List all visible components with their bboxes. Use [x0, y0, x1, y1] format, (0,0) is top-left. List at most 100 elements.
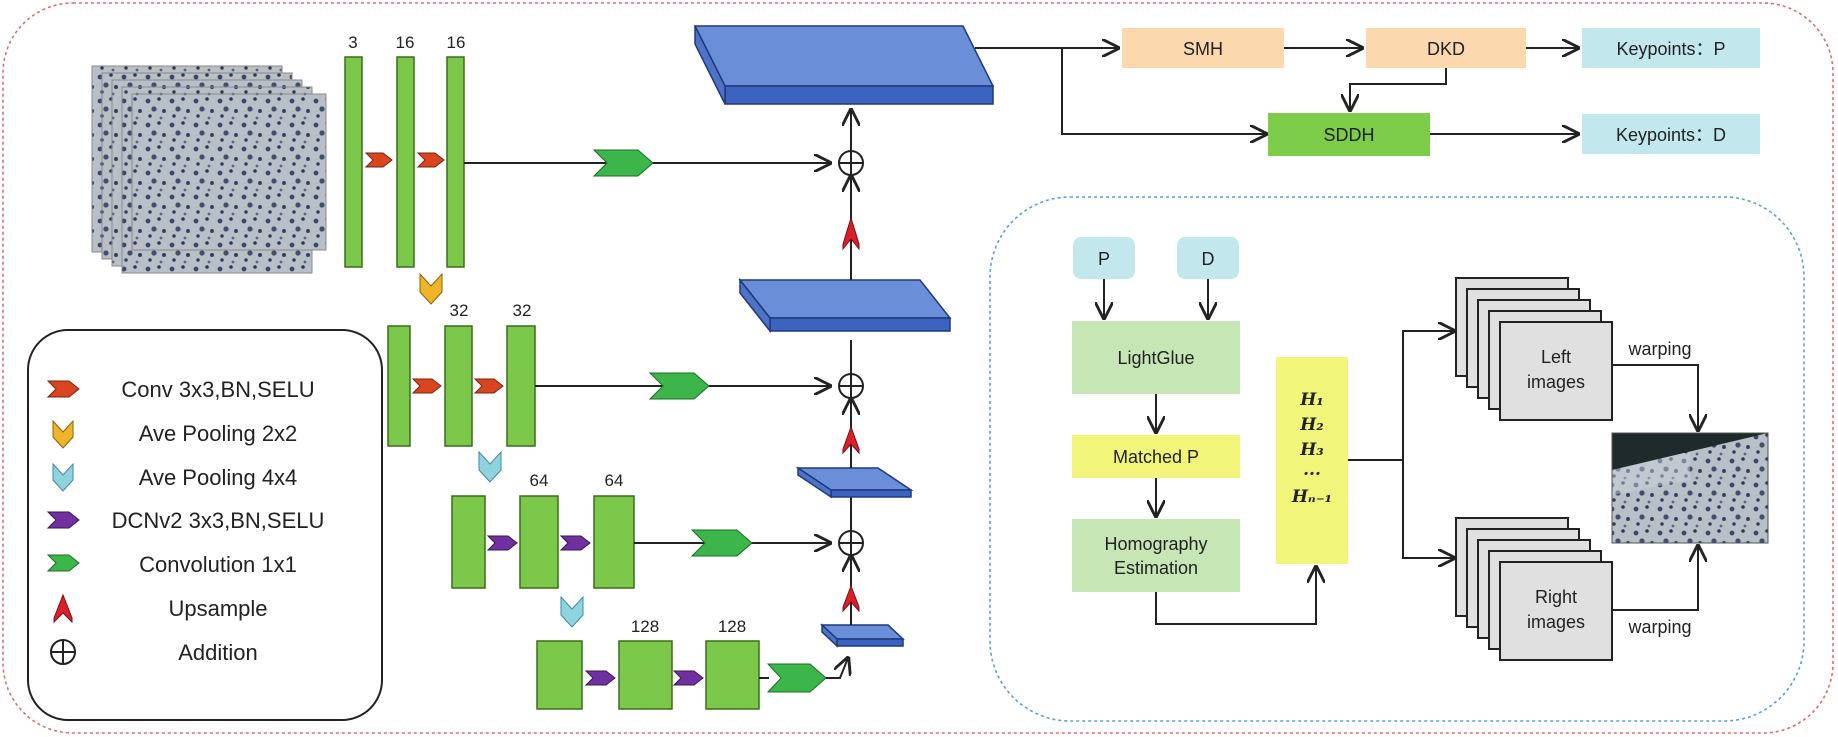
encoder-level-1: 3 16 16 [344, 33, 830, 305]
ave-pooling-2x2-icon [52, 419, 74, 449]
upsample-icon [842, 425, 860, 455]
feature-block [705, 640, 760, 710]
channel-label: 16 [396, 33, 415, 52]
keypoints-p-label: Keypoints：P [1616, 39, 1725, 59]
feature-plate [738, 279, 952, 319]
encoder-level-3: 64 64 [451, 471, 830, 628]
dcnv2-arrow-icon [559, 535, 591, 551]
homography-label-1: Homography [1104, 534, 1207, 554]
ave-pooling-2x2-icon [419, 272, 443, 305]
left-images-stack: Left images [1455, 277, 1613, 421]
dcnv2-arrow-icon [584, 670, 616, 686]
feature-block [519, 495, 559, 589]
matching-panel: P D LightGlue Matched P Homography Estim… [989, 196, 1805, 722]
conv-arrow-icon [46, 380, 80, 398]
hdots-label: ... [1303, 460, 1321, 480]
feature-plate [693, 25, 995, 87]
input-images [91, 65, 327, 274]
convolution-1x1-icon [690, 529, 753, 557]
dcnv2-arrow-icon [672, 670, 704, 686]
ave-pooling-4x4-icon [478, 450, 502, 483]
upsample-icon [842, 584, 860, 613]
convolution-1x1-icon [592, 149, 654, 177]
feature-block [444, 325, 473, 447]
h2-label: H₂ [1299, 415, 1324, 435]
feature-block [451, 495, 486, 589]
conv-arrow-icon [473, 378, 504, 394]
dcnv2-arrow-icon [46, 511, 80, 529]
legend-box [27, 329, 383, 721]
dkd-label: DKD [1427, 39, 1465, 59]
convolution-1x1-icon [648, 372, 710, 400]
decoder [693, 25, 995, 648]
feature-block [396, 56, 415, 268]
legend: Conv 3x3,BN,SELU Ave Pooling 2x2 Ave Poo… [27, 329, 383, 721]
heads: SMH DKD Keypoints：P SDDH Keypoints：D [975, 28, 1760, 156]
encoder-level-4: 128 128 [536, 617, 848, 710]
dkd-box [1366, 28, 1526, 68]
channel-label: 32 [513, 301, 532, 320]
right-images-label-1: Right [1535, 587, 1577, 607]
legend-avepool4: Ave Pooling 4x4 [139, 465, 298, 490]
channel-label: 16 [447, 33, 466, 52]
channel-label: 64 [605, 471, 624, 490]
conv-arrow-icon [364, 152, 393, 168]
upsample-icon [842, 216, 860, 251]
feature-block [618, 640, 673, 710]
legend-avepool2: Ave Pooling 2x2 [139, 421, 298, 446]
channel-label: 3 [348, 33, 357, 52]
keypoints-d-label: Keypoints：D [1616, 125, 1726, 145]
dcnv2-arrow-icon [486, 535, 518, 551]
p-input-box [1073, 237, 1135, 279]
homography-matrices-box [1276, 357, 1348, 564]
smh-label: SMH [1183, 39, 1223, 59]
lightglue-label: LightGlue [1117, 348, 1194, 368]
matched-p-label: Matched P [1113, 447, 1199, 467]
keypoints-p-box [1582, 28, 1760, 68]
right-images-label-2: images [1527, 612, 1585, 632]
warping-bottom-label: warping [1627, 617, 1691, 637]
feature-block [446, 56, 465, 268]
conv-arrow-icon [416, 152, 445, 168]
feature-block [344, 56, 363, 268]
sddh-label: SDDH [1323, 125, 1374, 145]
channel-label: 128 [718, 617, 746, 636]
matching-panel-border [989, 196, 1805, 722]
convolution-1x1-icon [766, 663, 827, 693]
homography-box [1072, 519, 1240, 592]
d-input-box [1177, 237, 1239, 279]
sddh-box [1268, 113, 1430, 156]
channel-label: 128 [631, 617, 659, 636]
encoder-level-2: 32 32 [387, 301, 830, 483]
legend-upsample: Upsample [168, 596, 267, 621]
stitched-panorama [1611, 432, 1769, 544]
right-images-stack: Right images [1455, 517, 1613, 661]
left-images-label-2: images [1527, 372, 1585, 392]
legend-conv1x1: Convolution 1x1 [139, 552, 297, 577]
hn-label: Hₙ₋₁ [1291, 487, 1332, 507]
upsample-icon [53, 593, 73, 624]
warping-top-label: warping [1627, 339, 1691, 359]
h3-label: H₃ [1299, 440, 1324, 460]
p-input-label: P [1098, 249, 1110, 269]
d-input-label: D [1202, 249, 1215, 269]
feature-block [506, 325, 536, 447]
channel-label: 32 [450, 301, 469, 320]
conv-arrow-icon [411, 378, 442, 394]
legend-addition: Addition [178, 640, 258, 665]
smh-box [1122, 28, 1284, 68]
ave-pooling-4x4-icon [52, 462, 74, 492]
h1-label: H₁ [1299, 390, 1324, 410]
legend-conv: Conv 3x3,BN,SELU [121, 377, 314, 402]
feature-block [593, 495, 635, 589]
homography-label-2: Estimation [1114, 558, 1198, 578]
ave-pooling-4x4-icon [560, 595, 584, 628]
left-images-label-1: Left [1541, 347, 1571, 367]
convolution-1x1-icon [46, 554, 80, 572]
matched-p-box [1072, 435, 1240, 478]
feature-block [387, 325, 411, 447]
legend-dcn: DCNv2 3x3,BN,SELU [112, 508, 325, 533]
feature-block [536, 640, 583, 710]
